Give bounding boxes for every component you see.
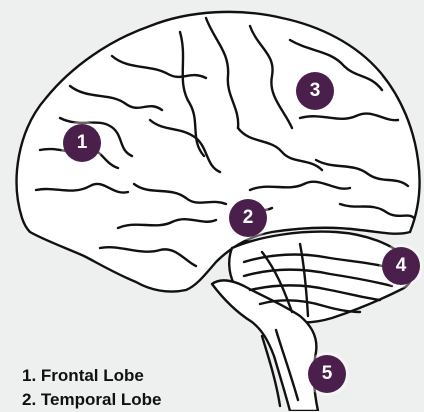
- legend-item-label: Temporal Lobe: [41, 390, 162, 409]
- legend-item-number: 2.: [22, 390, 36, 409]
- marker-2-label: 2: [243, 207, 254, 229]
- marker-1-label: 1: [77, 132, 88, 154]
- legend-item-label: Frontal Lobe: [41, 366, 144, 385]
- legend-item-temporal-lobe: 2. Temporal Lobe: [22, 388, 162, 412]
- marker-1: 1: [63, 124, 101, 162]
- marker-4-label: 4: [396, 255, 407, 277]
- legend: 1. Frontal Lobe 2. Temporal Lobe: [22, 364, 162, 412]
- marker-3-label: 3: [310, 80, 321, 102]
- legend-item-frontal-lobe: 1. Frontal Lobe: [22, 364, 162, 388]
- legend-item-number: 1.: [22, 366, 36, 385]
- marker-4: 4: [382, 247, 420, 285]
- marker-3: 3: [296, 72, 334, 110]
- marker-2: 2: [229, 199, 267, 237]
- marker-5: 5: [308, 355, 346, 393]
- marker-5-label: 5: [322, 363, 333, 385]
